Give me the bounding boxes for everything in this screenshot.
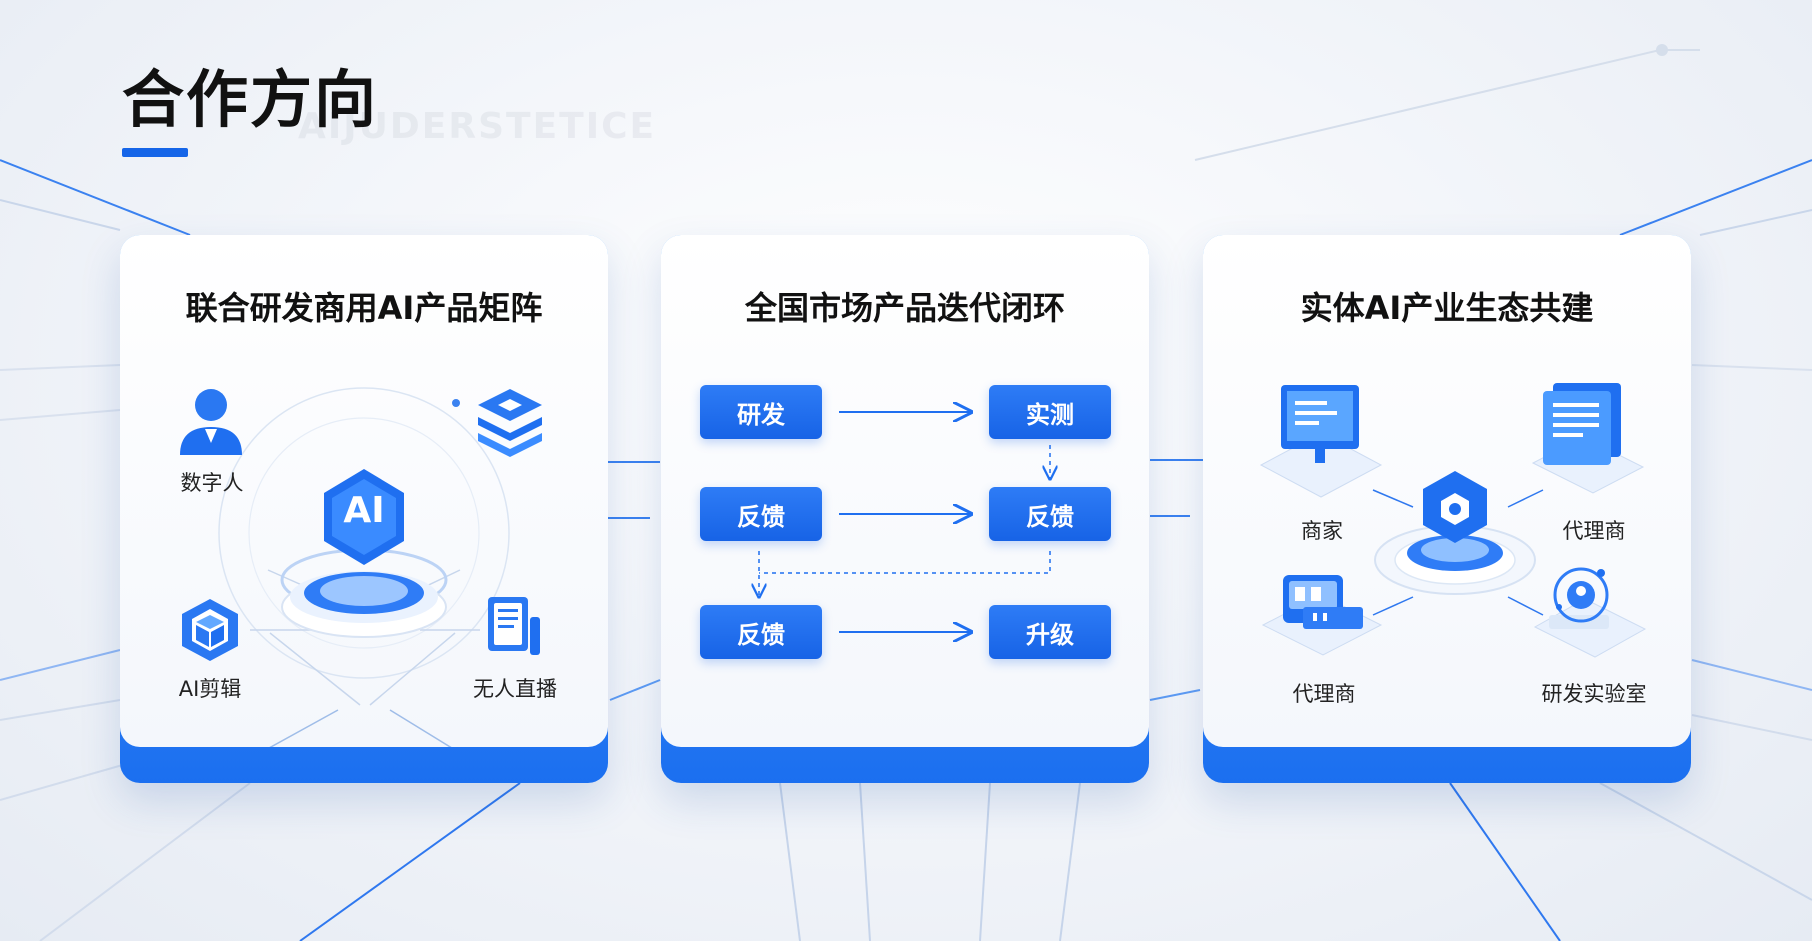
- step-feedback-3[interactable]: 反馈: [700, 605, 822, 659]
- background-watermark-text: AIJUDERSTETICE: [298, 106, 657, 147]
- node-label-lab: 研发实验室: [1541, 682, 1647, 706]
- card-iteration-loop-body: 全国市场产品迭代闭环 研发 实测 反馈 反馈 反馈 升级: [661, 235, 1149, 747]
- hexagon-hub-icon: [1374, 471, 1536, 595]
- document-icon: [488, 597, 540, 655]
- node-label-digital-human: 数字人: [180, 471, 244, 495]
- node-label-unmanned-live: 无人直播: [473, 677, 557, 701]
- step-upgrade[interactable]: 升级: [989, 605, 1111, 659]
- documents-icon: [1531, 383, 1645, 494]
- card-title: 实体AI产业生态共建: [1300, 289, 1594, 327]
- product-matrix-diagram: [218, 387, 510, 747]
- ai-badge-text: AI: [343, 490, 385, 531]
- step-test[interactable]: 实测: [989, 385, 1111, 439]
- node-label-agent-1: 代理商: [1562, 519, 1626, 543]
- node-label-agent-2: 代理商: [1292, 682, 1356, 706]
- node-label-merchant: 商家: [1301, 519, 1343, 543]
- iteration-flow-arrows: [661, 235, 1149, 747]
- card-iteration-loop: 全国市场产品迭代闭环 研发 实测 反馈 反馈 反馈 升级: [661, 235, 1149, 783]
- card-title: 全国市场产品迭代闭环: [744, 289, 1065, 327]
- monitor-icon: [1259, 385, 1383, 498]
- server-icon: [1261, 575, 1383, 656]
- card-ecosystem: 实体AI产业生态共建: [1203, 235, 1691, 783]
- layers-icon: [478, 389, 542, 457]
- page-title-block: 合作方向: [122, 62, 378, 157]
- step-feedback-1[interactable]: 反馈: [700, 487, 822, 541]
- ecosystem-diagram: [1259, 383, 1647, 658]
- card-title: 联合研发商用AI产品矩阵: [185, 289, 543, 327]
- card-product-matrix: 联合研发商用AI产品矩阵: [120, 235, 608, 783]
- card-ecosystem-body: 实体AI产业生态共建: [1203, 235, 1691, 747]
- title-underline: [122, 148, 188, 157]
- person-icon: [180, 389, 242, 455]
- step-feedback-2[interactable]: 反馈: [989, 487, 1111, 541]
- card-product-matrix-body: 联合研发商用AI产品矩阵: [120, 235, 608, 747]
- step-research[interactable]: 研发: [700, 385, 822, 439]
- cube-icon: [182, 599, 238, 661]
- globe-lab-icon: [1533, 567, 1647, 658]
- ai-core-icon: [280, 469, 448, 638]
- node-label-ai-edit: AI剪辑: [178, 677, 242, 701]
- page-title: 合作方向: [122, 63, 379, 136]
